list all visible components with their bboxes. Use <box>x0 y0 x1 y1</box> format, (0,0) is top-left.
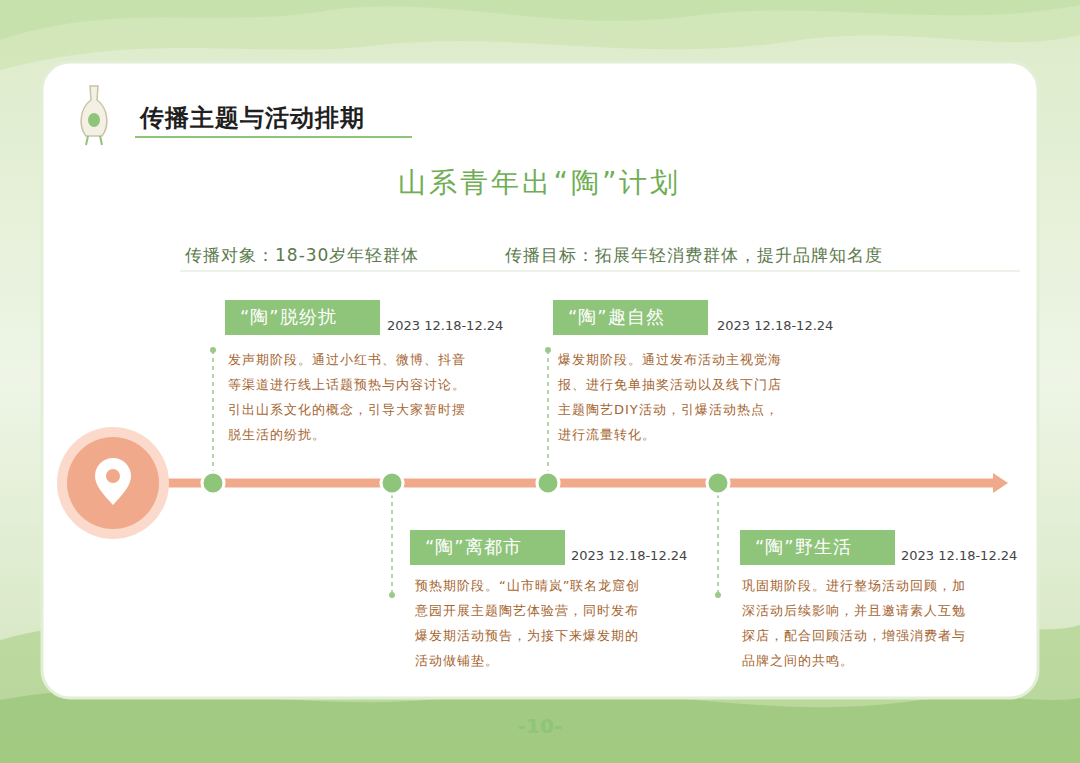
title-underline <box>135 136 412 138</box>
stage-tag-text: “陶”离都市 <box>425 530 550 564</box>
stage-tag-text: “陶”脱纷扰 <box>240 300 365 334</box>
date-label: 2023 12.18-12.24 <box>901 548 1017 563</box>
stage-tag: “陶”离都市 <box>410 530 565 565</box>
page-title: 传播主题与活动排期 <box>140 102 365 134</box>
stage-description: 发声期阶段。通过小红书、微博、抖音等渠道进行线上话题预热与内容讨论。引出山系文化… <box>228 347 478 447</box>
mountain <box>0 0 1080 70</box>
stage-description: 爆发期阶段。通过发布活动主视觉海报、进行免单抽奖活动以及线下门店主题陶艺DIY活… <box>558 347 790 447</box>
pin-circle <box>67 437 159 529</box>
timeline <box>150 479 995 488</box>
date-label: 2023 12.18-12.24 <box>717 318 833 333</box>
vase-icon <box>81 86 107 145</box>
info-line: 传播对象：18-30岁年轻群体 <box>185 244 419 267</box>
stage-tag-text: “陶”趣自然 <box>568 300 693 334</box>
pin-ring <box>57 427 169 539</box>
stage-description: 预热期阶段。“山市晴岚”联名龙窟创意园开展主题陶艺体验营，同时发布爆发期活动预告… <box>415 573 647 673</box>
date-label: 2023 12.18-12.24 <box>387 318 503 333</box>
timeline-dots <box>202 472 729 494</box>
location-pin <box>95 458 131 505</box>
date-label: 2023 12.18-12.24 <box>571 548 687 563</box>
timeline-arrowhead <box>993 473 1008 493</box>
subtitle-underline <box>350 205 730 207</box>
location-pin-hole <box>106 469 120 483</box>
stage-tag: “陶”趣自然 <box>553 300 708 335</box>
stage-tag: “陶”脱纷扰 <box>225 300 380 335</box>
subtitle: 山系青年出“陶”计划 <box>398 164 681 202</box>
info-line: 传播目标：拓展年轻消费群体，提升品牌知名度 <box>505 244 883 267</box>
stage-tag: “陶”野生活 <box>740 530 895 565</box>
page-number: -10- <box>518 714 562 738</box>
stage-description: 巩固期阶段。进行整场活动回顾，加深活动后续影响，并且邀请素人互勉探店，配合回顾活… <box>742 573 977 673</box>
panel <box>42 62 1038 698</box>
info-underline <box>180 270 1020 272</box>
stage-tag-text: “陶”野生活 <box>755 530 880 564</box>
mountain <box>0 690 1080 763</box>
